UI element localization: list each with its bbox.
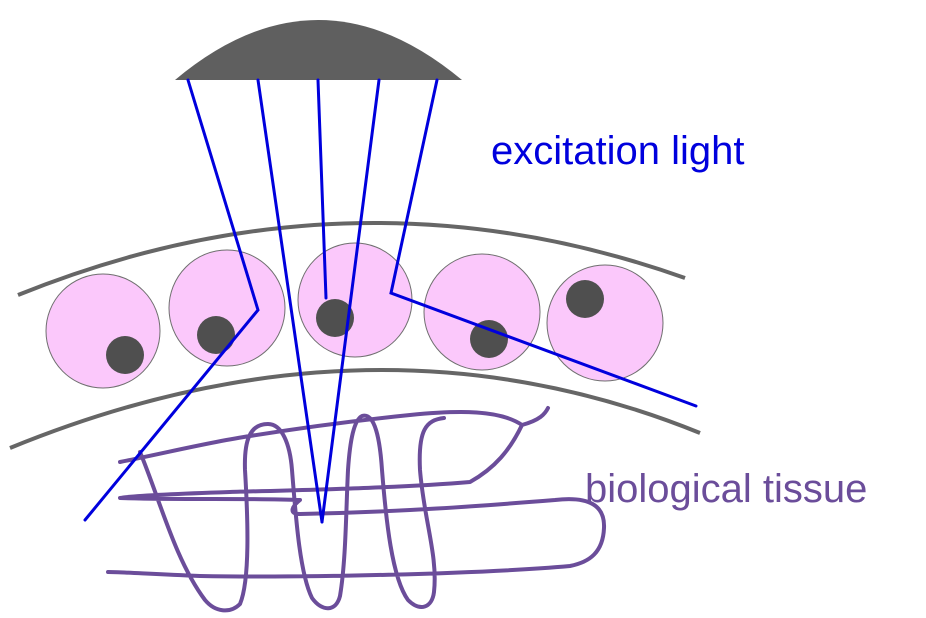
cell-icon xyxy=(547,265,663,381)
biological-tissue-scribble xyxy=(108,408,604,610)
objective-lens-icon xyxy=(175,20,462,80)
excitation-light-label: excitation light xyxy=(491,131,744,171)
biological-tissue-label: biological tissue xyxy=(585,469,867,509)
nucleus-icon xyxy=(197,316,235,354)
nucleus-icon xyxy=(566,280,604,318)
cell-icon xyxy=(46,274,160,388)
nucleus-icon xyxy=(106,336,144,374)
